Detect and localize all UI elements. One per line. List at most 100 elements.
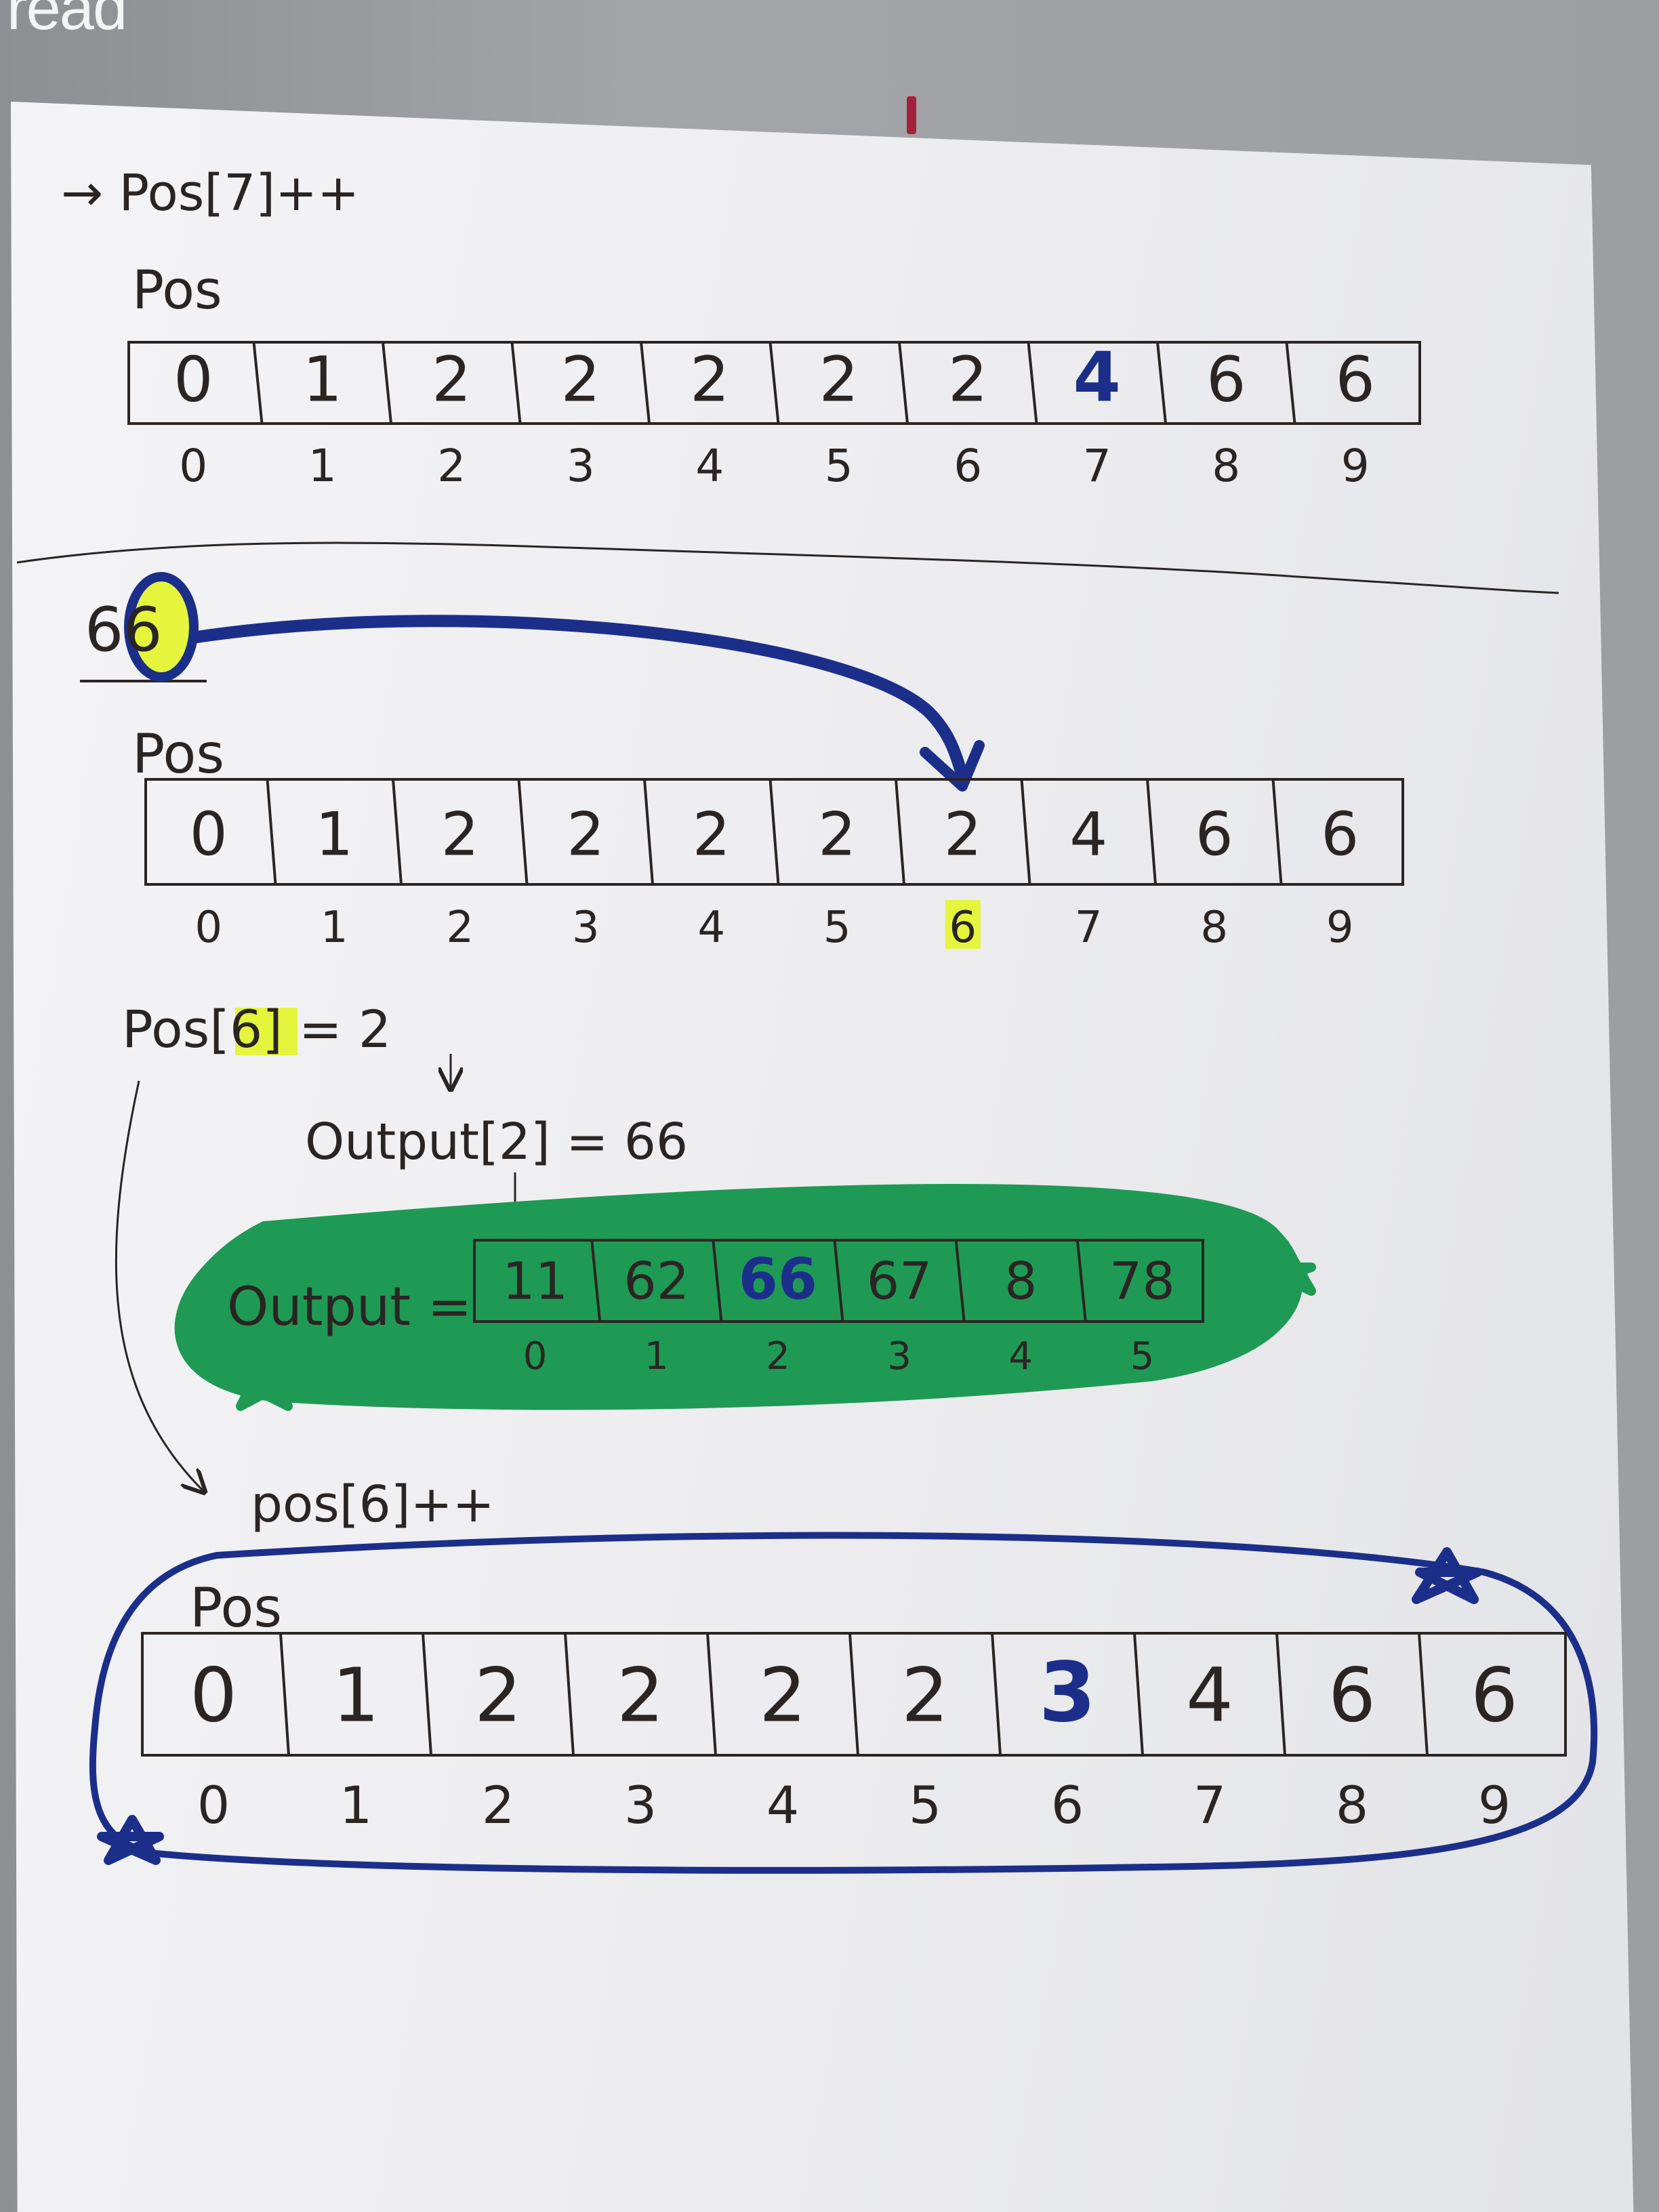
array-index: 7 bbox=[1075, 903, 1103, 953]
cell-divider bbox=[1156, 342, 1167, 424]
cell-divider bbox=[1418, 1633, 1429, 1756]
top-pos-label: Pos bbox=[132, 260, 222, 321]
cell-divider bbox=[706, 1633, 717, 1756]
cell-divider bbox=[1076, 1240, 1087, 1322]
array-index: 1 bbox=[308, 440, 337, 492]
array-cell: 2 bbox=[901, 1652, 949, 1739]
array-cell: 4 bbox=[1073, 337, 1121, 417]
array-cell: 6 bbox=[1328, 1652, 1376, 1739]
array-index: 9 bbox=[1326, 903, 1354, 953]
array-index: 3 bbox=[567, 440, 595, 492]
array-index: 7 bbox=[1083, 440, 1111, 492]
section-divider bbox=[16, 541, 1559, 594]
array-cell: 2 bbox=[948, 343, 988, 415]
pos-increment: pos[6]++ bbox=[251, 1475, 495, 1534]
array-index: 1 bbox=[340, 1775, 372, 1835]
array-cell: 0 bbox=[173, 343, 213, 415]
array-index: 6 bbox=[949, 903, 977, 953]
cell-divider bbox=[991, 1633, 1002, 1756]
array-cell: 2 bbox=[818, 800, 856, 869]
output-label: Output = bbox=[227, 1277, 472, 1338]
array-cell: 4 bbox=[1186, 1652, 1233, 1739]
cell-divider bbox=[1275, 1633, 1286, 1756]
array-index: 4 bbox=[695, 440, 724, 492]
cell-divider bbox=[833, 1240, 844, 1322]
array-cell: 2 bbox=[693, 800, 731, 869]
array-index: 0 bbox=[197, 1775, 230, 1835]
cell-divider bbox=[1027, 342, 1038, 424]
circle-mark bbox=[124, 572, 199, 682]
cell-divider bbox=[252, 342, 264, 424]
cell-divider bbox=[769, 342, 780, 424]
output-assign: Output[2] = 66 bbox=[305, 1113, 688, 1171]
array-cell: 62 bbox=[623, 1250, 689, 1311]
cell-divider bbox=[422, 1633, 432, 1756]
cell-divider bbox=[266, 779, 277, 885]
array-index: 8 bbox=[1200, 903, 1228, 953]
array-index: 4 bbox=[766, 1775, 799, 1835]
cell-divider bbox=[643, 779, 654, 885]
background-label: read bbox=[7, 0, 127, 43]
array-index: 9 bbox=[1341, 440, 1370, 492]
highlight-mark bbox=[945, 900, 981, 949]
cell-divider bbox=[848, 1633, 859, 1756]
array-cell: 78 bbox=[1109, 1250, 1175, 1311]
array-cell: 6 bbox=[1471, 1652, 1518, 1739]
cell-divider bbox=[954, 1240, 966, 1322]
array-cell: 2 bbox=[441, 800, 479, 869]
array-index: 5 bbox=[1130, 1334, 1155, 1378]
array-index: 6 bbox=[1051, 1775, 1084, 1835]
cell-divider bbox=[382, 342, 392, 424]
array-index: 5 bbox=[823, 903, 851, 953]
array-index: 1 bbox=[321, 903, 348, 953]
array-cell: 11 bbox=[502, 1250, 568, 1311]
array-cell: 1 bbox=[332, 1652, 380, 1739]
green-star bbox=[229, 1354, 296, 1411]
cell-divider bbox=[1133, 1633, 1144, 1756]
array-index: 5 bbox=[909, 1775, 941, 1835]
array-index: 3 bbox=[887, 1334, 912, 1378]
array-cell: 4 bbox=[1069, 800, 1107, 869]
array-cell: 2 bbox=[567, 800, 605, 869]
array-cell: 2 bbox=[432, 343, 472, 415]
input-number: 66 bbox=[85, 594, 163, 665]
array-index: 0 bbox=[523, 1334, 548, 1378]
green-loop bbox=[174, 1184, 1303, 1410]
cell-divider bbox=[590, 1240, 602, 1322]
array-index: 2 bbox=[482, 1775, 514, 1835]
array-cell: 3 bbox=[1039, 1645, 1096, 1741]
array-cell: 6 bbox=[1195, 800, 1233, 869]
cell-divider bbox=[1285, 342, 1296, 424]
cell-divider bbox=[510, 342, 522, 424]
cell-divider bbox=[279, 1633, 290, 1756]
array-index: 6 bbox=[954, 440, 982, 492]
middle-pos-label: Pos bbox=[132, 722, 224, 785]
blue-arrow bbox=[190, 615, 968, 782]
cell-divider bbox=[517, 779, 529, 885]
pos-lookup: Pos[6] = 2 bbox=[122, 999, 391, 1059]
array-cell: 2 bbox=[560, 343, 600, 415]
blue-arrowhead bbox=[920, 740, 985, 792]
cell-divider bbox=[769, 779, 780, 885]
blue-loop bbox=[89, 1532, 1598, 1874]
array-cell: 0 bbox=[190, 800, 228, 869]
array-index: 4 bbox=[1008, 1334, 1033, 1378]
cell-divider bbox=[1146, 779, 1157, 885]
highlight-mark bbox=[235, 1008, 298, 1055]
green-star bbox=[1249, 1239, 1316, 1296]
array-cell: 2 bbox=[617, 1652, 664, 1739]
array-cell: 0 bbox=[190, 1652, 237, 1739]
array-cell: 2 bbox=[759, 1652, 806, 1739]
array-outline bbox=[473, 1239, 1204, 1323]
array-index: 2 bbox=[766, 1334, 790, 1378]
array-cell: 2 bbox=[474, 1652, 522, 1739]
array-index: 0 bbox=[194, 903, 222, 953]
array-cell: 66 bbox=[739, 1246, 817, 1312]
blue-star bbox=[97, 1815, 164, 1865]
array-cell: 6 bbox=[1321, 800, 1359, 869]
array-cell: 6 bbox=[1335, 343, 1375, 415]
array-index: 9 bbox=[1478, 1775, 1511, 1835]
